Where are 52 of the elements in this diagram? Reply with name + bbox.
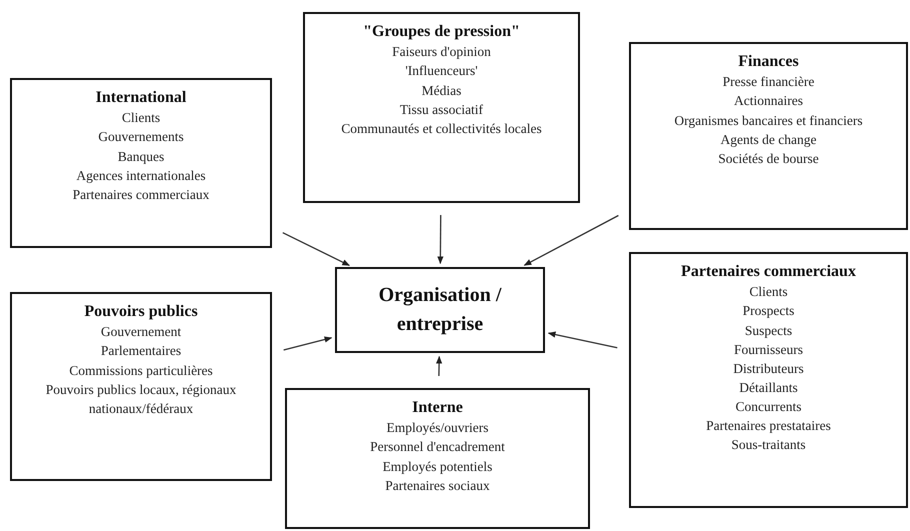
list-item: Parlementaires: [100, 342, 182, 360]
list-item: Clients: [122, 109, 160, 128]
list-item: Partenaires prestataires: [706, 417, 831, 436]
stakeholder-box: [285, 388, 590, 529]
list-item: Employés/ouvriers: [386, 419, 488, 438]
list-item: Détaillants: [739, 378, 798, 397]
list-item: Actionnaires: [734, 92, 803, 110]
arrow: [437, 215, 444, 264]
list-item: Suspects: [744, 322, 792, 340]
list-item: Clients: [749, 283, 788, 302]
box-heading: Pouvoirs publics: [84, 302, 198, 322]
list-item: Tissu associatif: [400, 100, 484, 119]
stakeholder-box: [10, 292, 272, 481]
list-item: Concurrents: [736, 398, 802, 416]
box-heading: Interne: [412, 398, 463, 418]
stakeholder-box: [629, 252, 908, 508]
stakeholder-box: [303, 12, 580, 203]
list-item: Faiseurs d'opinion: [392, 43, 491, 62]
list-item: Prospects: [742, 302, 794, 320]
list-item: Personnel d'encadrement: [370, 438, 505, 456]
list-item: Banques: [118, 148, 164, 166]
list-item: Communautés et collectivités locales: [341, 120, 542, 138]
list-item: Distributeurs: [733, 360, 804, 378]
list-item: Gouvernements: [98, 128, 184, 146]
arrow: [548, 332, 618, 348]
list-item: Organismes bancaires et financiers: [674, 112, 863, 130]
box-heading: Partenaires commerciaux: [681, 262, 856, 282]
list-item: Partenaires sociaux: [385, 476, 490, 495]
box-heading: Organisation / entreprise: [378, 282, 502, 336]
list-item: 'Influenceurs': [405, 62, 478, 80]
box-heading: Finances: [738, 52, 799, 72]
list-item: Partenaires commerciaux: [72, 186, 210, 204]
box-heading: "Groupes de pression": [363, 22, 520, 42]
list-item: Agences internationales: [76, 166, 206, 185]
arrow: [282, 232, 350, 266]
list-item: Sociétés de bourse: [718, 150, 819, 168]
list-item: Gouvernement: [100, 323, 182, 342]
arrow: [283, 336, 332, 351]
list-item: Commissions particulières: [69, 362, 213, 380]
list-item: Sous-traitants: [731, 436, 806, 454]
list-item: Employés potentiels: [382, 458, 492, 476]
list-item: Médias: [422, 82, 462, 100]
box-heading: International: [96, 88, 186, 108]
stakeholder-box: [629, 42, 908, 230]
list-item: Presse financière: [722, 73, 814, 92]
arrow: [436, 356, 442, 376]
stakeholder-box: [10, 78, 272, 248]
arrow: [524, 214, 619, 266]
list-item: Pouvoirs publics locaux, régionaux nationaux/fédéraux: [44, 380, 238, 418]
list-item: Agents de change: [720, 130, 816, 149]
list-item: Fournisseurs: [734, 340, 803, 359]
central-box: [335, 267, 545, 353]
